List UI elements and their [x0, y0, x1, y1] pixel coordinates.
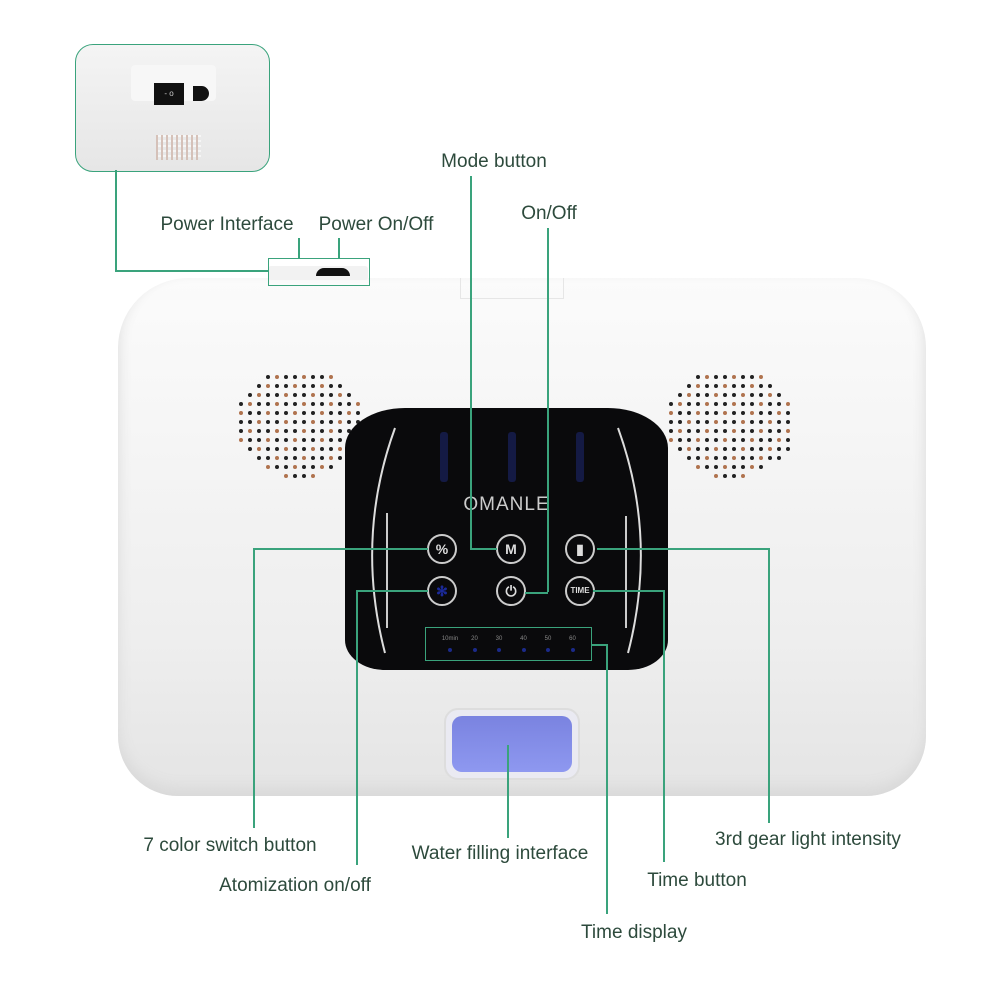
- right-speaker-grille: [669, 375, 790, 478]
- timer-mark: 30: [495, 636, 503, 642]
- brand-logo: OMANLE: [463, 494, 550, 515]
- label-color-switch: 7 color switch button: [143, 835, 317, 856]
- light-intensity-button[interactable]: ▮: [565, 534, 595, 564]
- timer-led: [472, 648, 477, 652]
- label-water-filling: Water filling interface: [411, 843, 589, 864]
- light-bar: [508, 432, 516, 482]
- mode-button[interactable]: M: [496, 534, 526, 564]
- label-atomization: Atomization on/off: [219, 875, 371, 896]
- power-jack-icon: [193, 86, 209, 101]
- light-bar: [440, 432, 448, 482]
- label-time-display: Time display: [581, 922, 687, 943]
- power-button[interactable]: ⏻: [496, 576, 526, 606]
- timer-mark: 40: [520, 636, 527, 642]
- color-switch-icon: %: [435, 541, 449, 557]
- label-mode-button: Mode button: [441, 151, 547, 172]
- power-switch-rocker: [316, 268, 350, 276]
- water-filling-window: [444, 708, 580, 780]
- time-button[interactable]: TIME: [565, 576, 595, 606]
- timer-led: [570, 648, 575, 652]
- control-panel: OMANLE % M ▮ ✻ ⏻ TIME 10min 20 30 40 50 60: [345, 408, 668, 670]
- label-time-button: Time button: [647, 870, 747, 891]
- label-on-off: On/Off: [521, 203, 577, 224]
- power-port-inset-photo: - o: [75, 44, 270, 172]
- label-power-interface: Power Interface: [160, 214, 294, 235]
- atomization-button[interactable]: ✻: [427, 576, 457, 606]
- light-bar: [576, 432, 584, 482]
- power-icon: ⏻: [505, 583, 517, 599]
- power-switch-icon: - o: [154, 83, 184, 105]
- signal-bars-icon: ▮: [576, 541, 584, 557]
- label-gear-light: 3rd gear light intensity: [715, 829, 901, 850]
- timer-led: [497, 648, 501, 652]
- timer-led: [448, 648, 452, 652]
- label-power-onoff: Power On/Off: [318, 214, 434, 235]
- humidifier-device: [118, 266, 926, 796]
- timer-led: [546, 648, 550, 652]
- timer-led: [521, 648, 526, 652]
- timer-mark: 60: [569, 636, 576, 642]
- timer-mark: 10min: [441, 636, 459, 642]
- color-switch-button[interactable]: %: [427, 534, 457, 564]
- timer-mark: 50: [544, 636, 552, 642]
- panel-arc-decoration: [371, 427, 642, 654]
- mist-icon: ✻: [436, 583, 448, 599]
- timer-mark: 20: [471, 636, 478, 642]
